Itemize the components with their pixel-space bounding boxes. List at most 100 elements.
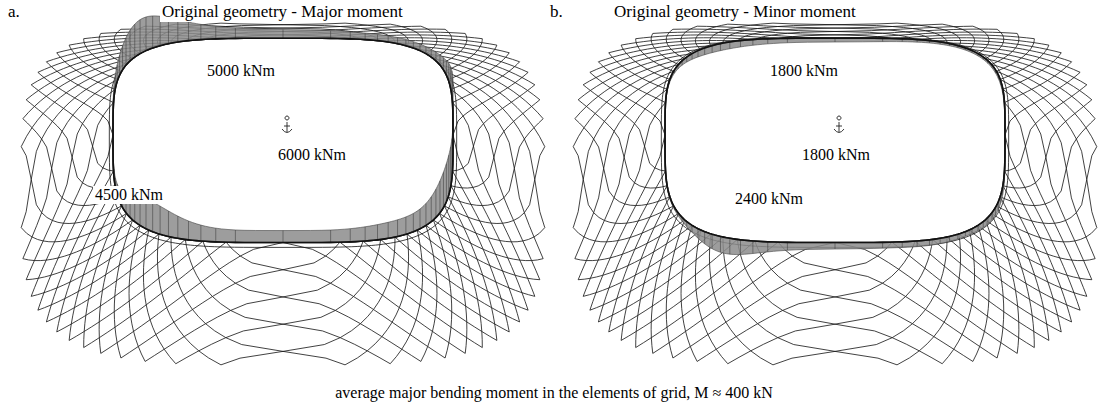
moment-hatch <box>365 227 366 241</box>
grid-member <box>121 242 340 358</box>
moment-hatch <box>350 32 351 39</box>
grid-member <box>621 241 755 340</box>
grid-member <box>21 213 126 241</box>
grid-member <box>114 220 132 358</box>
grid-member <box>407 234 528 310</box>
grid-member <box>578 54 692 100</box>
moment-hatch <box>704 232 705 244</box>
grid-member <box>69 45 118 79</box>
grid-member <box>573 147 673 224</box>
moment-hatch <box>446 164 447 202</box>
moment-hatch <box>740 240 741 255</box>
grid-member <box>176 239 381 363</box>
grid-member <box>1003 53 1061 90</box>
grid-member <box>609 186 667 332</box>
moment-value: 5000 kNm <box>205 62 277 80</box>
grid-member <box>728 239 933 363</box>
ring-beam <box>665 38 1005 242</box>
grid-member <box>991 213 1096 241</box>
grid-member <box>978 225 1092 279</box>
moment-hatch <box>752 241 753 253</box>
grid-member <box>1004 62 1071 103</box>
origin-symbol <box>834 116 844 132</box>
grid-member <box>598 237 723 322</box>
grid-member <box>575 79 670 258</box>
moment-hatch <box>215 228 216 242</box>
grid-member <box>185 239 390 363</box>
gridshell-panel <box>573 23 1097 365</box>
moment-hatch <box>283 30 284 39</box>
moment-hatch <box>420 209 421 229</box>
panel-title: Original geometry - Minor moment <box>612 2 858 22</box>
moment-hatch <box>835 243 836 250</box>
moment-hatch <box>767 242 768 252</box>
panel-letter: a. <box>6 2 22 22</box>
grid-member <box>933 239 1062 331</box>
moment-hatch <box>160 206 161 234</box>
grid-member <box>452 62 519 103</box>
grid-member <box>452 103 534 297</box>
moment-hatch <box>448 155 449 195</box>
grid-member <box>69 241 203 340</box>
moment-hatch <box>439 181 440 213</box>
grid-member <box>23 79 118 258</box>
grid-member <box>991 33 1018 64</box>
grid-member <box>451 53 509 90</box>
moment-hatch <box>443 172 444 207</box>
grid-member <box>583 103 665 297</box>
moment-diagram <box>113 16 453 243</box>
grid-member <box>942 230 974 364</box>
grid-member <box>973 225 989 361</box>
moment-hatch <box>283 231 284 243</box>
grid-member <box>737 239 942 363</box>
grid-member <box>363 241 497 340</box>
grid-member <box>444 71 544 227</box>
grid-member <box>38 135 113 310</box>
moment-hatch <box>377 34 378 40</box>
grid-member <box>99 213 126 353</box>
grid-member <box>226 242 445 358</box>
grid-member <box>681 26 697 53</box>
moment-value: 1800 kNm <box>768 62 840 80</box>
grid-member <box>448 79 543 258</box>
grid-member <box>969 230 1087 296</box>
grid-member <box>985 29 1003 58</box>
moment-hatch <box>377 225 378 240</box>
grid-member <box>598 62 665 103</box>
moment-hatch <box>188 221 189 240</box>
moment-hatch <box>752 40 753 46</box>
moment-hatch <box>787 242 788 250</box>
grid-member <box>666 220 684 358</box>
grid-member <box>433 220 451 358</box>
grid-member <box>26 225 140 279</box>
grid-member <box>381 239 510 331</box>
grid-member <box>673 242 892 358</box>
moment-hatch <box>740 41 741 47</box>
figure-caption: average major bending moment in the elem… <box>332 384 776 401</box>
grid-member <box>448 45 497 79</box>
moment-hatch <box>152 16 153 48</box>
grid-member <box>575 119 670 206</box>
grid-member <box>621 45 670 79</box>
moment-hatch <box>168 211 169 236</box>
grid-member <box>1000 119 1095 206</box>
moment-hatch <box>177 216 178 238</box>
grid-member <box>959 234 1080 310</box>
grid-member <box>915 241 1049 340</box>
grid-member <box>1005 135 1080 310</box>
grid-member <box>69 197 118 341</box>
grid-member <box>778 242 997 358</box>
grid-member <box>57 239 186 331</box>
grid-member <box>171 237 345 365</box>
grid-member <box>609 239 738 331</box>
grid-member <box>23 59 133 119</box>
moment-hatch <box>119 55 120 75</box>
moment-hatch <box>140 20 141 54</box>
grid-member <box>947 237 1072 322</box>
moment-hatch <box>122 46 123 70</box>
moment-hatch <box>917 241 918 247</box>
moment-hatch <box>388 36 389 42</box>
grid-member <box>892 242 1034 347</box>
grid-member <box>1000 45 1049 79</box>
grid-member <box>1000 79 1095 258</box>
